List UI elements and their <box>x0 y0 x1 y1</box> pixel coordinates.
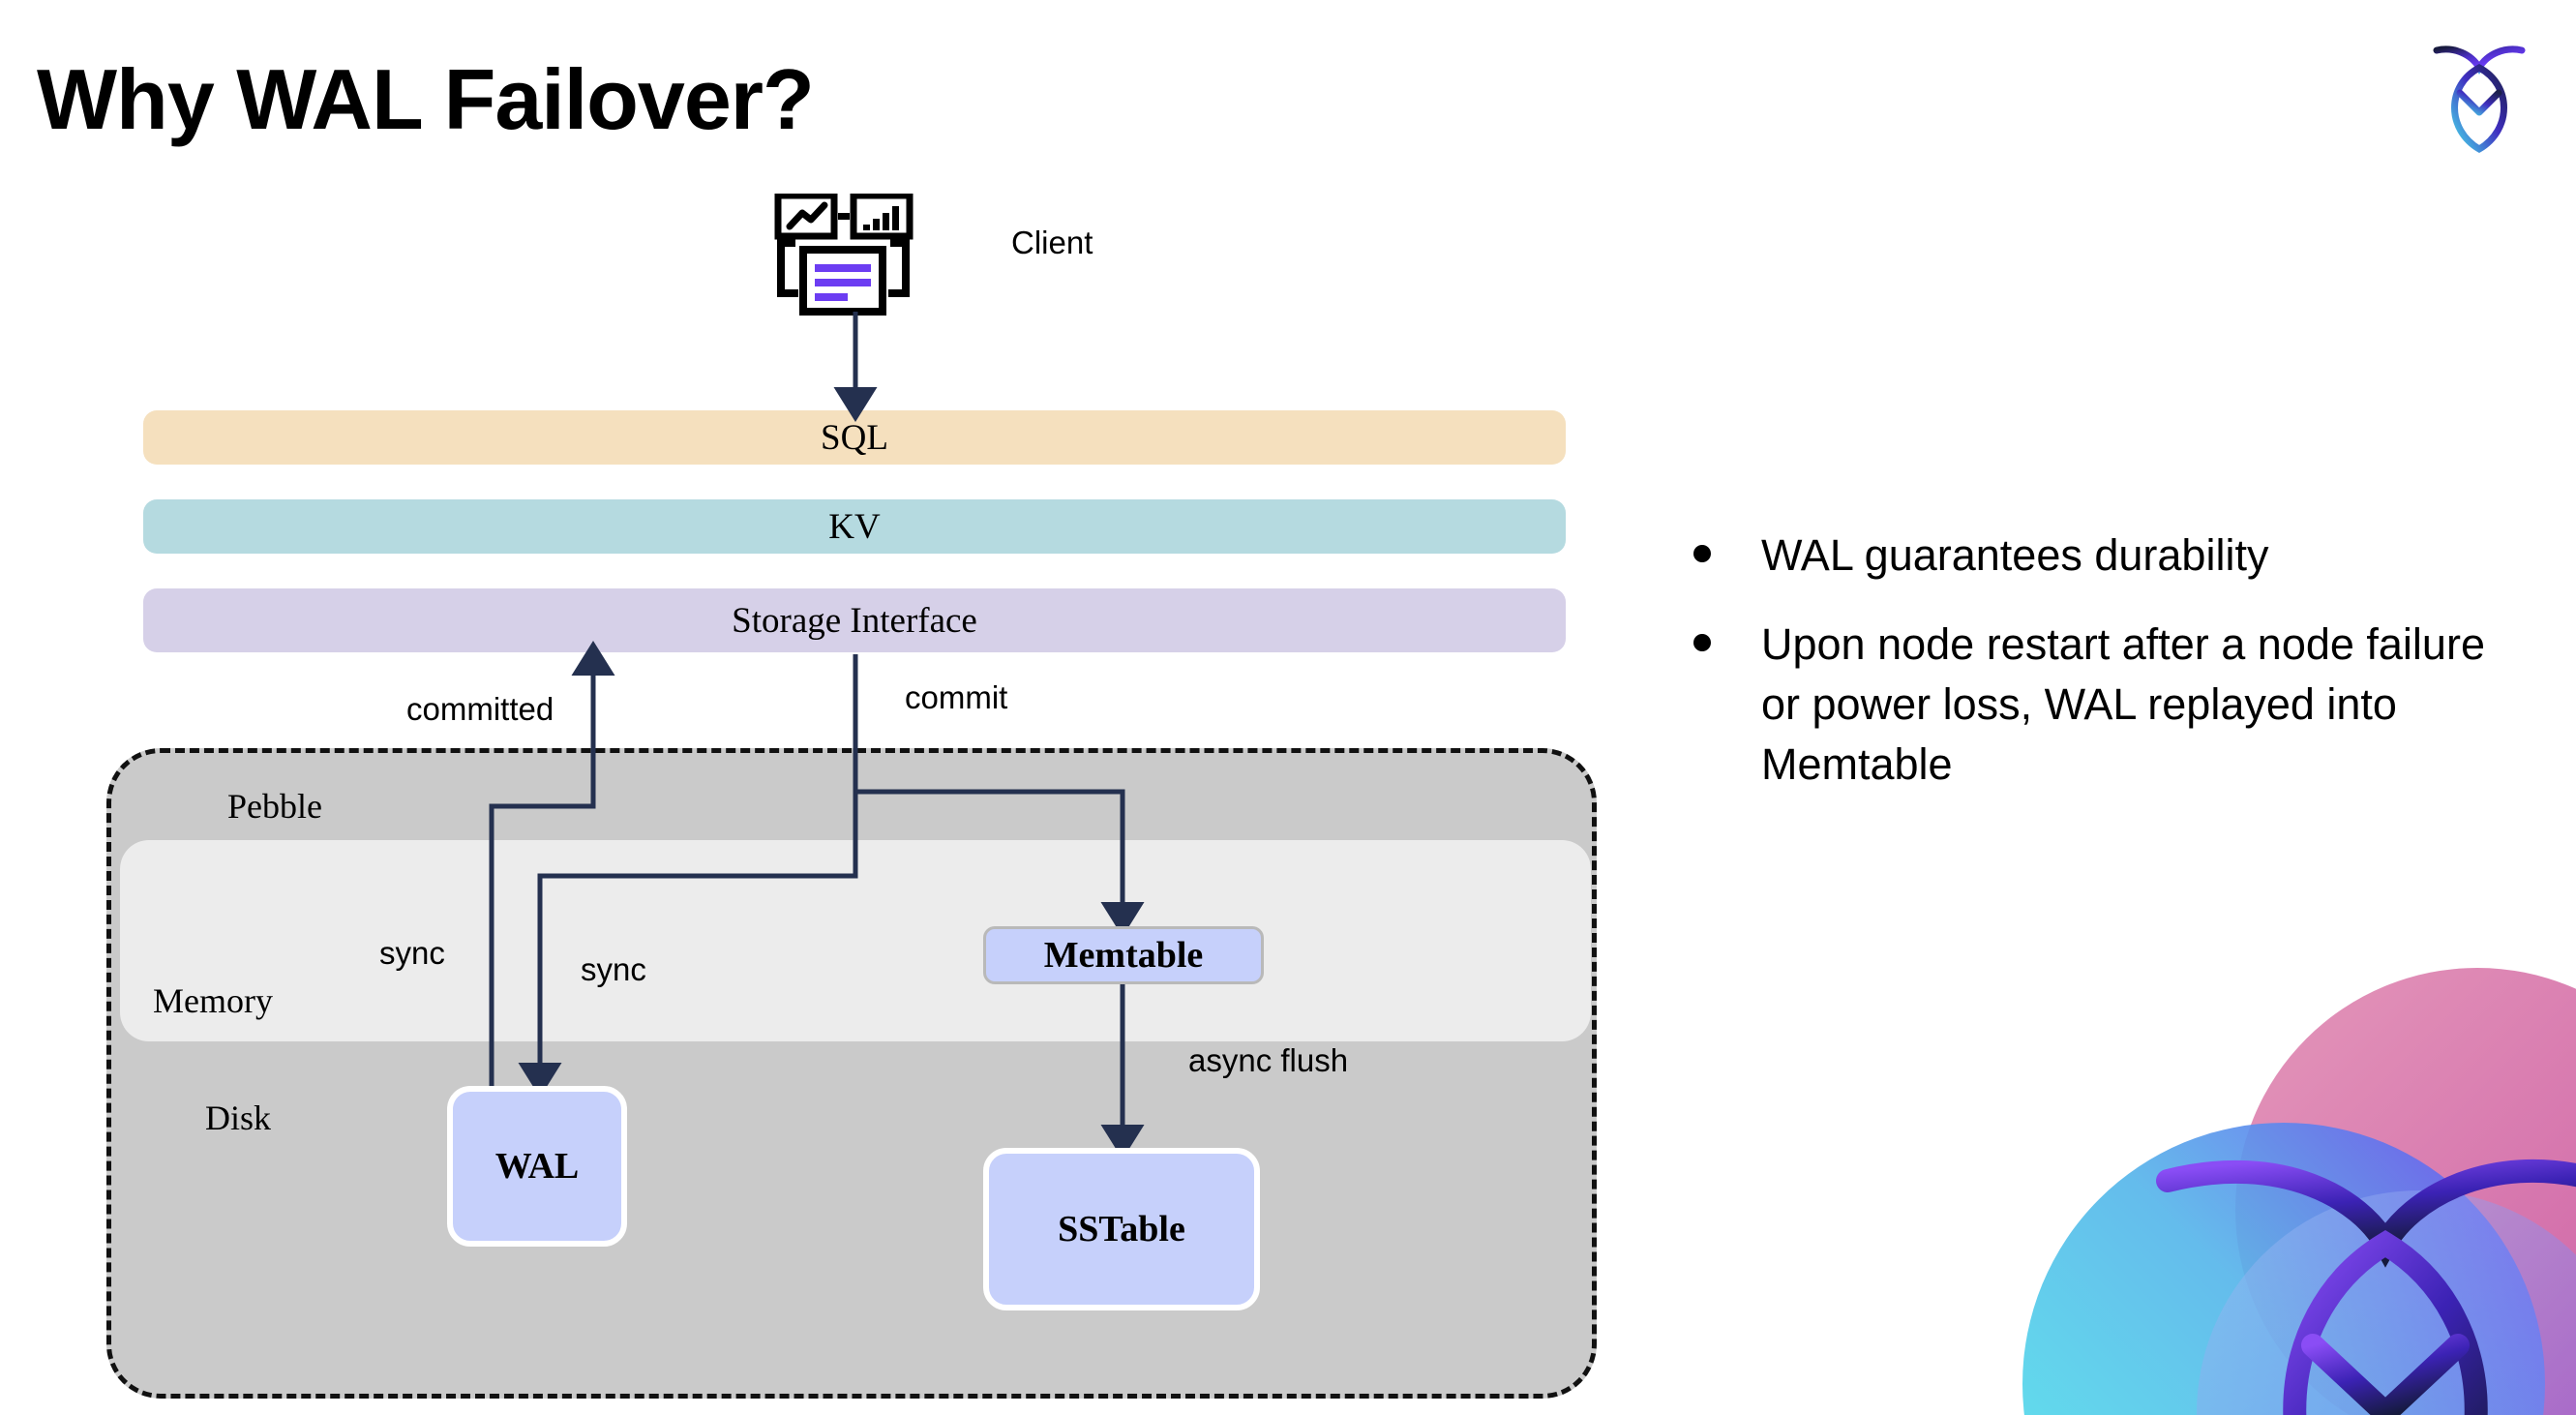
node-sstable-label: SSTable <box>1058 1209 1185 1249</box>
gradient-circles-leaf-artwork-icon <box>1993 958 2576 1415</box>
edge-label-commit: commit <box>905 679 1008 715</box>
disk-label: Disk <box>205 1099 272 1137</box>
node-sstable: SSTable <box>983 1148 1260 1310</box>
layer-bar-kv-label: KV <box>828 506 881 547</box>
node-wal: WAL <box>447 1086 627 1247</box>
node-wal-label: WAL <box>494 1146 580 1187</box>
list-item: WAL guarantees durability <box>1693 526 2526 586</box>
layer-bar-sql-label: SQL <box>821 417 888 458</box>
page-title: Why WAL Failover? <box>37 51 815 147</box>
bullet-list: WAL guarantees durability Upon node rest… <box>1693 526 2526 824</box>
cockroach-leaf-logo-icon <box>2417 29 2541 155</box>
node-memtable-label: Memtable <box>1043 935 1204 976</box>
client-label: Client <box>1011 225 1093 260</box>
layer-bar-kv: KV <box>143 499 1566 554</box>
bullet-dot-icon <box>1693 634 1711 652</box>
list-item: Upon node restart after a node failure o… <box>1693 615 2526 795</box>
layer-bar-sql: SQL <box>143 410 1566 465</box>
bullet-dot-icon <box>1693 545 1711 562</box>
node-memtable: Memtable <box>983 926 1264 984</box>
client-dashboard-icon <box>774 192 929 317</box>
bullet-text: Upon node restart after a node failure o… <box>1761 619 2485 790</box>
edge-label-committed: committed <box>406 691 554 727</box>
layer-bar-storage-label: Storage Interface <box>732 600 977 641</box>
memory-label: Memory <box>153 981 273 1020</box>
pebble-label: Pebble <box>227 787 322 826</box>
memory-container <box>120 840 1591 1041</box>
edge-label-sync-left: sync <box>379 935 445 971</box>
layer-bar-storage-interface: Storage Interface <box>143 588 1566 652</box>
edge-label-sync-right: sync <box>581 951 646 987</box>
bullet-text: WAL guarantees durability <box>1761 530 2269 580</box>
edge-label-async-flush: async flush <box>1188 1042 1349 1078</box>
